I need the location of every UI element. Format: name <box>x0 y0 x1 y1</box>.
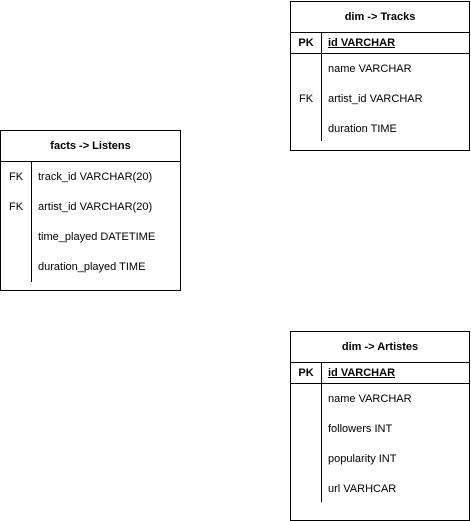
column-label: artist_id VARCHAR(20) <box>38 201 153 213</box>
table-title: dim -> Tracks <box>291 2 469 33</box>
key-divider <box>31 162 32 282</box>
primary-key-row[interactable]: PK id VARCHAR <box>291 363 469 384</box>
table-row[interactable]: duration TIME <box>291 114 469 144</box>
column-label: duration TIME <box>328 123 397 135</box>
column-label: followers INT <box>328 423 393 435</box>
table-body: FK track_id VARCHAR(20) FK artist_id VAR… <box>1 162 180 282</box>
column-label: url VARHCAR <box>328 483 397 495</box>
table-row[interactable]: FK artist_id VARCHAR <box>291 84 469 114</box>
key-label: FK <box>298 93 314 105</box>
table-row[interactable]: name VARCHAR <box>291 54 469 84</box>
column-label: time_played DATETIME <box>38 231 156 243</box>
key-divider <box>321 384 322 502</box>
column-label: name VARCHAR <box>328 393 412 405</box>
column-label: track_id VARCHAR(20) <box>38 171 153 183</box>
table-artistes[interactable]: dim -> Artistes PK id VARCHAR name VARCH… <box>290 331 470 521</box>
key-label: FK <box>8 171 24 183</box>
column-label: name VARCHAR <box>328 63 412 75</box>
table-row[interactable]: time_played DATETIME <box>1 222 180 252</box>
column-label: duration_played TIME <box>38 261 146 273</box>
pk-label: PK <box>298 367 314 379</box>
table-row[interactable]: url VARHCAR <box>291 474 469 504</box>
column-label: artist_id VARCHAR <box>328 93 423 105</box>
table-body: name VARCHAR FK artist_id VARCHAR durati… <box>291 54 469 144</box>
table-row[interactable]: popularity INT <box>291 444 469 474</box>
column-label: popularity INT <box>328 453 397 465</box>
table-title: facts -> Listens <box>1 131 180 162</box>
primary-key-row[interactable]: PK id VARCHAR <box>291 33 469 54</box>
pk-column: id VARCHAR <box>328 37 396 49</box>
key-divider <box>321 363 322 383</box>
table-row[interactable]: FK artist_id VARCHAR(20) <box>1 192 180 222</box>
table-row[interactable]: FK track_id VARCHAR(20) <box>1 162 180 192</box>
key-label: FK <box>8 201 24 213</box>
table-row[interactable]: followers INT <box>291 414 469 444</box>
table-listens[interactable]: facts -> Listens FK track_id VARCHAR(20)… <box>0 130 181 291</box>
key-divider <box>321 54 322 141</box>
pk-label: PK <box>298 37 314 49</box>
table-title: dim -> Artistes <box>291 332 469 363</box>
table-row[interactable]: duration_played TIME <box>1 252 180 282</box>
table-row[interactable]: name VARCHAR <box>291 384 469 414</box>
key-divider <box>321 33 322 53</box>
table-tracks[interactable]: dim -> Tracks PK id VARCHAR name VARCHAR… <box>290 1 470 151</box>
table-body: name VARCHAR followers INT popularity IN… <box>291 384 469 504</box>
pk-column: id VARCHAR <box>328 367 396 379</box>
